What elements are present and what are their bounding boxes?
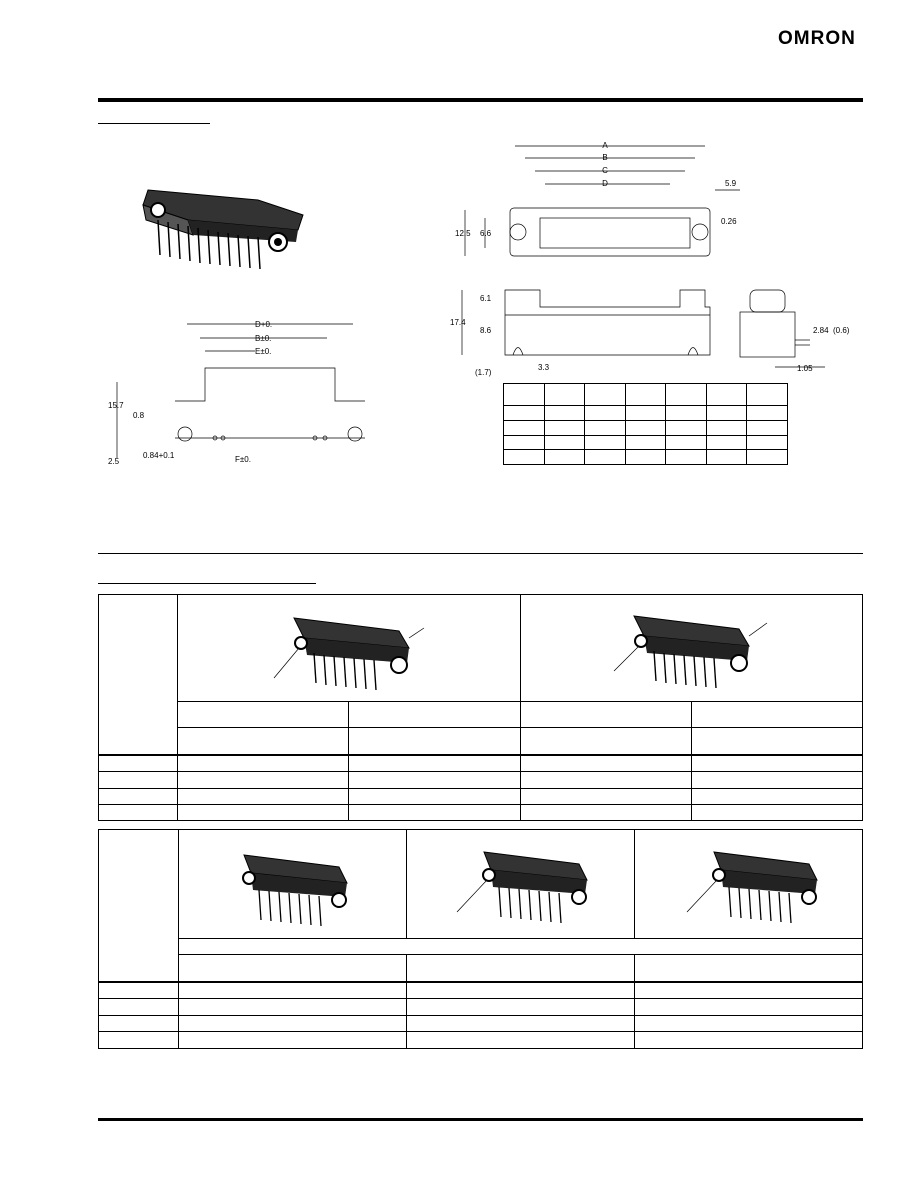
footer-rule — [98, 1118, 863, 1121]
connector-photo-t2c — [686, 851, 818, 924]
connector-photo-t2b — [456, 851, 588, 924]
dim-end-pin-a: 2.84 — [813, 326, 829, 335]
pcb-dim-overall: 15.7 — [108, 401, 124, 410]
dim-side-base-left: (1.7) — [475, 368, 492, 377]
dim-side-total: 17.4 — [450, 318, 466, 327]
header-rule — [98, 98, 863, 102]
section-rule-2 — [98, 553, 863, 554]
dim-c: C — [602, 166, 608, 175]
dim-end-pin-b: (0.6) — [833, 326, 850, 335]
side-view-drawing: 6.1 17.4 8.6 (1.7) 3.3 — [450, 289, 711, 377]
dim-right-offset: 0.26 — [721, 217, 737, 226]
section-underline-1 — [98, 123, 210, 124]
model-table-2 — [98, 829, 863, 1049]
dim-a: A — [602, 141, 608, 150]
pcb-dim-bottom: 2.5 — [108, 457, 120, 466]
connector-photo-top — [142, 189, 304, 270]
pcb-dim-f: F±0. — [235, 455, 251, 464]
pcb-layout-drawing: D+0. B±0. E±0. F±0. 15.7 0.8 2.5 0.84+0.… — [108, 320, 365, 466]
dimension-table — [503, 383, 788, 465]
model-table-1 — [98, 594, 863, 821]
dim-b: B — [602, 153, 607, 162]
dim-side-upper: 6.1 — [480, 294, 492, 303]
pcb-dim-d: D+0. — [255, 320, 272, 329]
connector-photo-t1a — [273, 617, 425, 691]
dim-side-base-width: 3.3 — [538, 363, 550, 372]
dim-height-left: 12.5 — [455, 229, 471, 238]
section-underline-2 — [98, 583, 316, 584]
pcb-dim-b: B±0. — [255, 334, 271, 343]
omron-logo: OMRON — [778, 28, 856, 49]
dim-top-right: 5.9 — [725, 179, 737, 188]
pcb-dim-e: E±0. — [255, 347, 271, 356]
front-view-drawing: A B C D 5.9 12.5 6.6 0.26 — [455, 141, 740, 257]
connector-photo-t2a — [242, 854, 348, 927]
end-view-drawing: 2.84 (0.6) 1.05 — [739, 289, 850, 373]
dim-d: D — [602, 179, 608, 188]
pcb-dim-mid: 0.8 — [133, 411, 145, 420]
dim-side-lower: 8.6 — [480, 326, 492, 335]
dim-end-pin-c: 1.05 — [797, 364, 813, 373]
pcb-dim-hole: 0.84+0.1 — [143, 451, 175, 460]
connector-photo-t1b — [613, 615, 768, 689]
dim-inner-left: 6.6 — [480, 229, 492, 238]
